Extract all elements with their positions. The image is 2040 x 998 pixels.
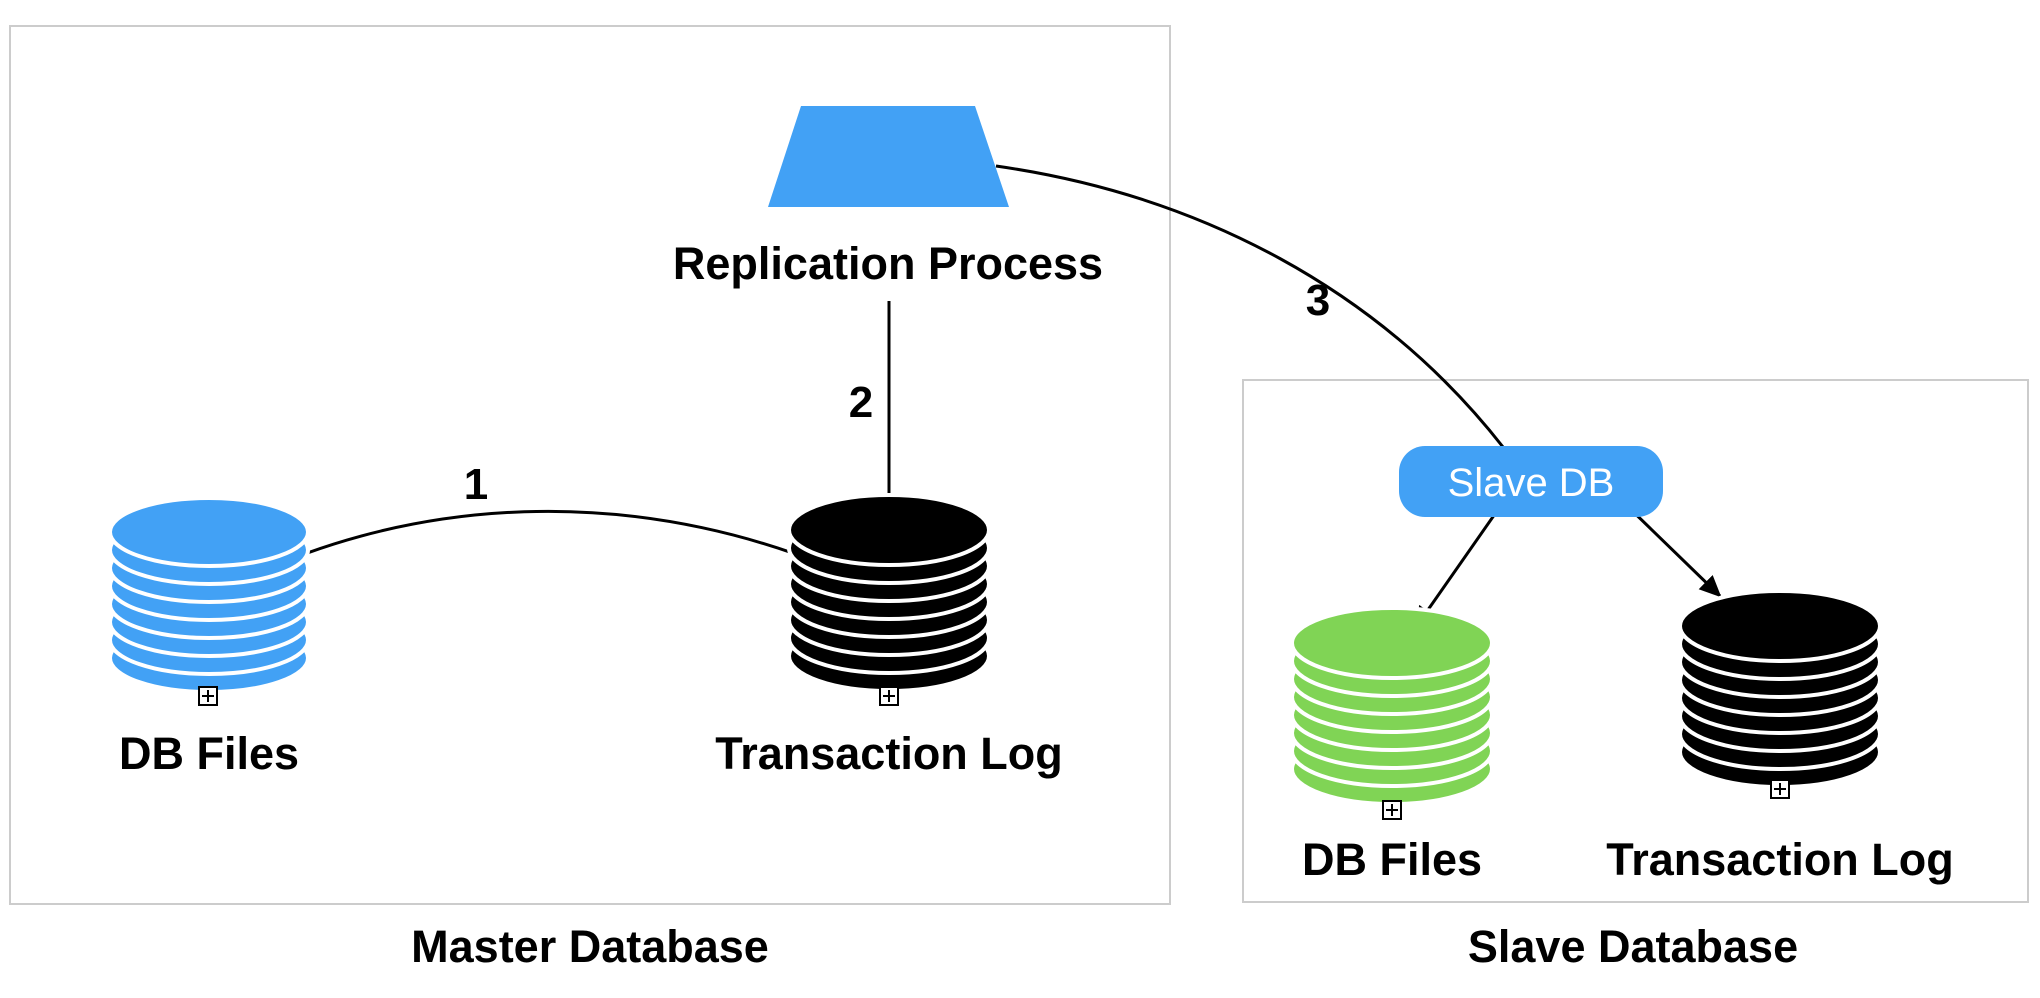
slave-db-files-icon[interactable]: [1290, 606, 1494, 806]
step-2-label: 2: [849, 378, 873, 427]
master-database-caption: Master Database: [411, 921, 769, 972]
master-database-group: [9, 25, 1171, 905]
step-3-label: 3: [1306, 276, 1330, 325]
master-transaction-log-expand-icon[interactable]: [879, 686, 899, 706]
slave-transaction-log-icon[interactable]: [1678, 589, 1882, 789]
slave-transaction-log-expand-icon[interactable]: [1770, 779, 1790, 799]
edge-step-1: [219, 509, 886, 594]
master-db-files-label: DB Files: [119, 728, 299, 779]
slave-database-caption: Slave Database: [1468, 921, 1798, 972]
replication-process-shape[interactable]: [768, 106, 1009, 207]
slave-db-files-label: DB Files: [1302, 834, 1482, 885]
master-db-files-expand-icon[interactable]: [198, 686, 218, 706]
replication-process-label: Replication Process: [673, 238, 1103, 289]
slave-db-node[interactable]: [1399, 446, 1663, 517]
edge-step-3: [995, 164, 1505, 448]
slave-transaction-log-label: Transaction Log: [1606, 834, 1954, 885]
slave-database-group: [1242, 379, 2029, 903]
master-transaction-log-label: Transaction Log: [715, 728, 1063, 779]
database-top-disk: [108, 496, 310, 568]
slave-db-files-expand-icon[interactable]: [1382, 800, 1402, 820]
master-db-files-icon[interactable]: [108, 496, 310, 694]
slave-db-label: Slave DB: [1448, 461, 1615, 505]
master-transaction-log-icon[interactable]: [787, 493, 991, 693]
database-top-disk: [1678, 589, 1882, 663]
database-top-disk: [1290, 606, 1494, 680]
step-1-label: 1: [464, 460, 488, 509]
edge-slave-to-db-files: [1414, 500, 1506, 629]
database-top-disk: [787, 493, 991, 567]
